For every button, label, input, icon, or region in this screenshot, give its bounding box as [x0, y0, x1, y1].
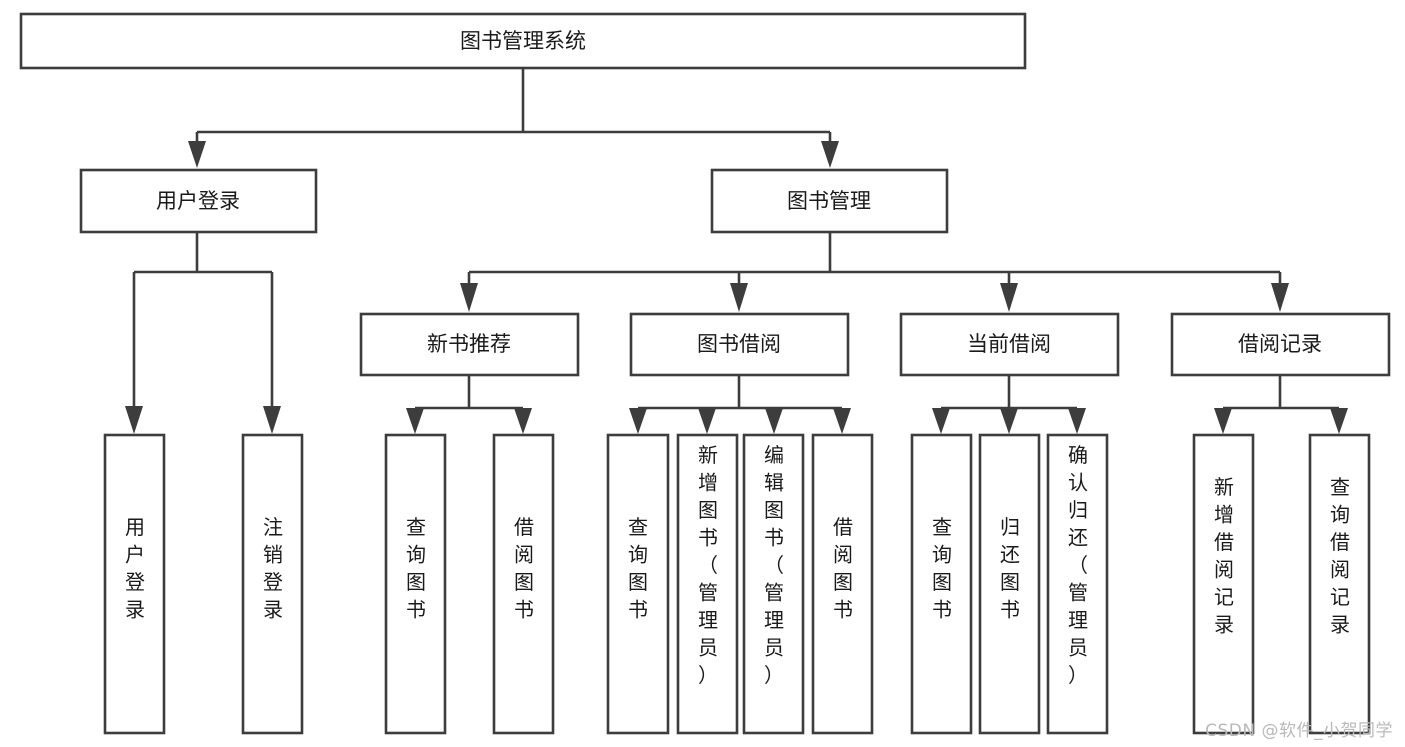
- leaf-add-borrow-record-label: 新增借阅记录: [1214, 475, 1234, 637]
- leaf-query-borrow-record-box[interactable]: [1308, 433, 1371, 735]
- leaf-node-borrow-book-rec[interactable]: 借阅图书: [492, 433, 555, 735]
- node-new-book-recommend-label: 新书推荐: [427, 332, 511, 356]
- leaf-query-book-current-label: 查询图书: [932, 515, 952, 622]
- connector-group-user-login: [125, 232, 281, 434]
- arrow-head-leaf-add-book: [698, 408, 716, 434]
- leaf-query-book-rec-label: 查询图书: [406, 515, 426, 622]
- connector-group-book-manage: [460, 232, 1289, 312]
- leaf-logout-label: 注销登录: [263, 515, 283, 622]
- arrow-head-leaf-borrow-book-2: [833, 408, 851, 434]
- arrow-head-to-user-login: [188, 141, 206, 168]
- node-book-management[interactable]: 图书管理: [710, 168, 949, 234]
- leaf-return-book-label: 归还图书: [1000, 515, 1020, 622]
- node-borrow-record-label: 借阅记录: [1238, 332, 1322, 356]
- leaf-query-book-borrow-label: 查询图书: [628, 515, 648, 622]
- node-current-borrow[interactable]: 当前借阅: [899, 312, 1120, 377]
- leaf-node-borrow-book-borrow[interactable]: 借阅图书: [811, 433, 874, 735]
- arrow-head-to-new-book-rec: [460, 283, 478, 312]
- arrow-head-leaf-query-record: [1330, 408, 1348, 434]
- connector-group-root: [188, 68, 839, 168]
- arrow-head-leaf-add-record: [1214, 408, 1232, 434]
- arrow-head-leaf-borrow-book-1: [514, 408, 532, 434]
- leaf-borrow-book-rec-label: 借阅图书: [514, 515, 534, 622]
- leaf-node-query-book-borrow[interactable]: 查询图书: [606, 433, 670, 735]
- leaf-node-return-book[interactable]: 归还图书: [978, 433, 1041, 735]
- connector-group-borrow-record: [1214, 375, 1348, 434]
- node-borrow-record[interactable]: 借阅记录: [1170, 312, 1391, 377]
- node-user-login-label: 用户登录: [156, 189, 240, 213]
- leaf-query-book-current-box[interactable]: [910, 433, 973, 735]
- leaf-add-book-label: 新增图书（管理员）: [698, 443, 718, 687]
- node-root-box[interactable]: [19, 12, 1027, 70]
- arrow-head-leaf-edit-book: [765, 408, 783, 434]
- leaf-edit-book-label: 编辑图书（管理员）: [764, 443, 784, 687]
- leaf-node-logout[interactable]: 注销登录: [241, 433, 304, 735]
- leaf-query-book-borrow-box[interactable]: [606, 433, 670, 735]
- node-book-borrow-box[interactable]: [629, 312, 850, 377]
- node-borrow-record-box[interactable]: [1170, 312, 1391, 377]
- leaf-add-book-box[interactable]: [676, 433, 739, 735]
- arrow-head-leaf-query-book-2: [629, 408, 647, 434]
- connector-group-book-borrow: [629, 375, 851, 434]
- connector-group-new-book-rec: [406, 375, 532, 434]
- leaf-borrow-book-borrow-label: 借阅图书: [833, 515, 853, 622]
- node-root-label: 图书管理系统: [460, 29, 586, 53]
- leaf-node-query-borrow-record[interactable]: 查询借阅记录: [1308, 433, 1371, 735]
- node-book-management-box[interactable]: [710, 168, 949, 234]
- arrow-head-leaf-logout: [263, 406, 281, 434]
- leaf-user-login-box[interactable]: [103, 433, 166, 735]
- leaf-query-book-rec-box[interactable]: [384, 433, 447, 735]
- leaf-node-confirm-return[interactable]: 确认归还（管理员）: [1046, 433, 1109, 735]
- node-book-management-label: 图书管理: [787, 189, 871, 213]
- arrow-head-leaf-query-book-3: [932, 408, 950, 434]
- leaf-confirm-return-box[interactable]: [1046, 433, 1109, 735]
- arrow-head-leaf-confirm-return: [1068, 408, 1086, 434]
- leaf-node-edit-book[interactable]: 编辑图书（管理员）: [742, 433, 805, 735]
- node-book-borrow[interactable]: 图书借阅: [629, 312, 850, 377]
- node-new-book-recommend-box[interactable]: [359, 312, 580, 377]
- arrow-head-to-book-borrow: [730, 283, 748, 312]
- leaf-logout-box[interactable]: [241, 433, 304, 735]
- connector-group-current-borrow: [932, 375, 1086, 434]
- leaf-user-login-label: 用户登录: [125, 515, 145, 622]
- arrow-head-leaf-user-login: [125, 406, 143, 434]
- node-current-borrow-box[interactable]: [899, 312, 1120, 377]
- node-root-book-system[interactable]: 图书管理系统: [19, 12, 1027, 70]
- arrow-head-leaf-return-book: [1000, 408, 1018, 434]
- node-user-login[interactable]: 用户登录: [79, 168, 318, 234]
- leaf-query-borrow-record-label: 查询借阅记录: [1330, 475, 1350, 637]
- arrow-head-to-book-manage: [821, 141, 839, 168]
- leaf-add-borrow-record-box[interactable]: [1192, 433, 1255, 735]
- arrow-head-to-current-borrow: [1000, 283, 1018, 312]
- leaf-return-book-box[interactable]: [978, 433, 1041, 735]
- leaf-borrow-book-rec-box[interactable]: [492, 433, 555, 735]
- node-user-login-box[interactable]: [79, 168, 318, 234]
- node-new-book-recommend[interactable]: 新书推荐: [359, 312, 580, 377]
- arrow-head-to-borrow-record: [1271, 283, 1289, 312]
- leaf-node-query-book-current[interactable]: 查询图书: [910, 433, 973, 735]
- leaf-borrow-book-borrow-box[interactable]: [811, 433, 874, 735]
- leaf-node-user-login[interactable]: 用户登录: [103, 433, 166, 735]
- leaf-confirm-return-label: 确认归还（管理员）: [1068, 443, 1088, 687]
- leaf-node-add-book[interactable]: 新增图书（管理员）: [676, 433, 739, 735]
- leaf-node-add-borrow-record[interactable]: 新增借阅记录: [1192, 433, 1255, 735]
- node-current-borrow-label: 当前借阅: [967, 332, 1051, 356]
- arrow-head-leaf-query-book-1: [406, 408, 424, 434]
- node-book-borrow-label: 图书借阅: [697, 332, 781, 356]
- leaf-edit-book-box[interactable]: [742, 433, 805, 735]
- leaf-node-query-book-rec[interactable]: 查询图书: [384, 433, 447, 735]
